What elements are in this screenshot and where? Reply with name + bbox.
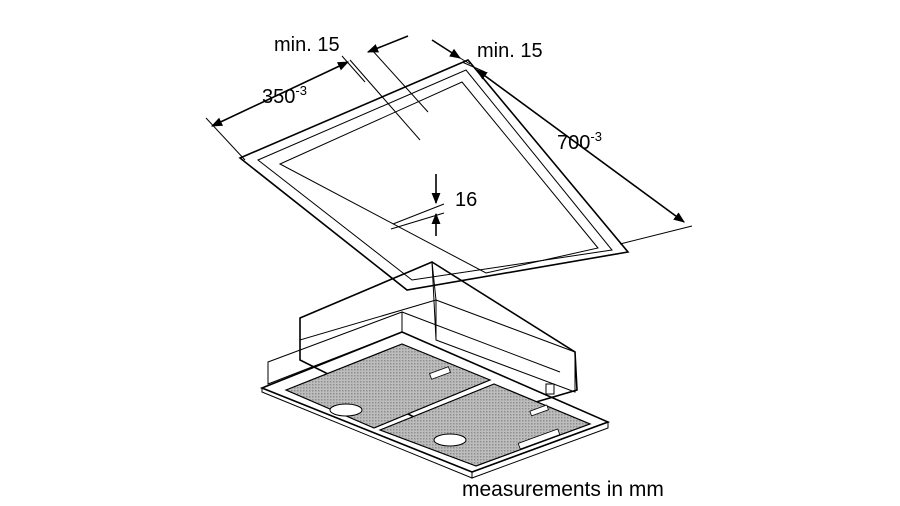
hood-bottom [259,311,611,479]
label-depth: 16 [455,189,477,211]
ceiling-cutout [238,59,630,291]
label-width: 350-3 [262,83,307,108]
label-min-right: min. 15 [477,40,543,62]
dimension-length [461,61,693,245]
dimension-width [205,55,366,161]
label-length: 700-3 [557,129,602,154]
hood-canopy [299,261,578,431]
dimension-min [349,35,471,141]
label-min-left: min. 15 [274,34,340,56]
depth-indicator [390,174,445,236]
measurement-caption: measurements in mm [462,478,664,501]
grease-filters [284,343,592,467]
